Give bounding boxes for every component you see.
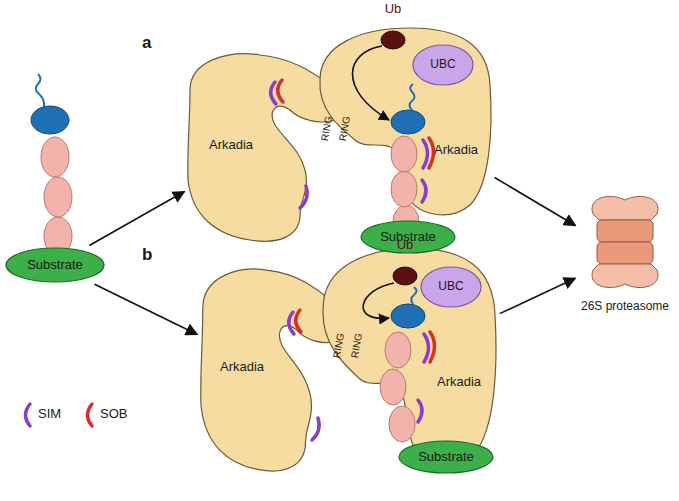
flow-arrow: [495, 178, 576, 226]
node-label: Substrate: [27, 258, 83, 273]
proteasome: 26S proteasome: [578, 190, 672, 320]
ubiquitin: Ub: [390, 238, 420, 288]
node-label: UBC: [438, 280, 463, 294]
node-label: Ub: [385, 2, 402, 17]
legend-text: SIM: [38, 407, 61, 421]
arkadia-protein: Arkadia: [187, 50, 337, 245]
substrate-oval: Substrate: [5, 247, 105, 283]
substrate-chain: [31, 74, 72, 255]
node-label: UBC: [430, 58, 455, 72]
flow-arrow: [500, 278, 576, 313]
arkadia-protein: Arkadia: [200, 265, 340, 475]
node-label: Arkadia: [437, 375, 481, 390]
flow-arrow: [95, 284, 198, 334]
node-label: Ub: [397, 238, 414, 253]
node-label: Arkadia: [209, 138, 253, 153]
legend-text: SOB: [100, 407, 127, 421]
ubc-enzyme: UBC: [412, 44, 474, 86]
ubc-enzyme: UBC: [420, 266, 482, 308]
panel-letter: b: [142, 246, 152, 265]
flow-arrow: [89, 192, 184, 246]
ubiquitin: Ub: [378, 2, 408, 52]
legend-sample: [88, 404, 93, 426]
substrate-oval: Substrate: [398, 440, 494, 474]
node-label: Arkadia: [220, 360, 264, 375]
node-label: Substrate: [418, 450, 474, 465]
legend-sample: [26, 404, 31, 426]
node-label: Arkadia: [434, 143, 478, 158]
panel-letter: a: [142, 34, 151, 53]
node-label: 26S proteasome: [581, 300, 669, 314]
